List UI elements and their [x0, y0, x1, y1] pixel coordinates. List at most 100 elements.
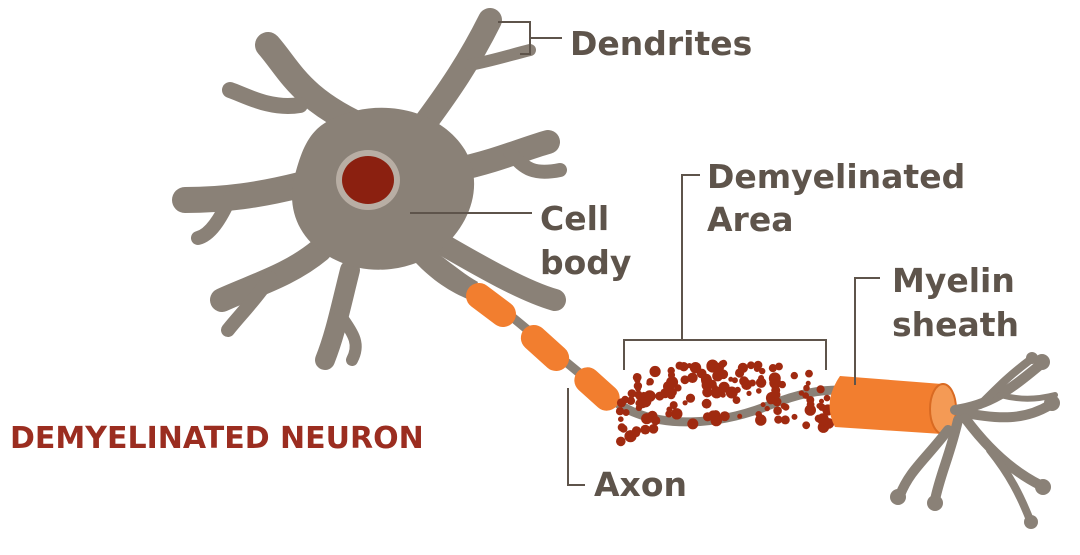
debris-dot [618, 416, 624, 423]
debris-dot [773, 406, 782, 416]
debris-dot [668, 387, 677, 397]
debris-dot [685, 393, 696, 403]
debris-dot [675, 361, 684, 370]
debris-dot [640, 424, 651, 435]
myelin-segments [466, 282, 620, 411]
debris-dot [790, 371, 798, 380]
debris-dot [626, 396, 636, 405]
myelin-segment [520, 324, 570, 372]
debris-dot [755, 414, 767, 426]
debris-dot [774, 415, 783, 424]
debris-dot [747, 361, 755, 370]
debris-dot [635, 386, 641, 392]
debris-dot [671, 408, 683, 420]
myelin-label-line1: Myelin [892, 261, 1015, 300]
debris-dot [616, 398, 627, 408]
debris-dot [753, 365, 761, 373]
axon [465, 280, 845, 427]
debris-dot [798, 390, 805, 396]
debris-dot [816, 403, 823, 409]
debris-dot [732, 396, 741, 404]
myelin-leader [854, 277, 880, 385]
debris-dot [775, 362, 783, 371]
debris-dot [648, 424, 659, 434]
debris-dot [760, 402, 766, 408]
myelin-debris [615, 359, 835, 447]
debris-dot [633, 430, 640, 438]
debris-dot [666, 376, 679, 389]
debris-dot [687, 418, 699, 430]
debris-dot [710, 386, 723, 399]
myelin-segment [466, 282, 516, 328]
debris-dot [718, 360, 727, 368]
debris-dot [768, 364, 778, 373]
debris-dot [646, 378, 654, 386]
debris-dot [804, 404, 816, 416]
debris-dot [682, 400, 688, 406]
dendrites-leader [498, 21, 562, 55]
myelin-label-line2: sheath [892, 305, 1019, 344]
debris-dot [780, 402, 787, 410]
debris-dot [816, 385, 825, 394]
demyelinated-label-line2: Area [707, 200, 793, 239]
debris-dot [817, 413, 829, 426]
debris-dot [627, 389, 637, 398]
debris-dot [748, 379, 756, 387]
debris-dot [643, 390, 656, 402]
myelin-segment [574, 367, 620, 411]
debris-dot [731, 377, 738, 384]
debris-dot [680, 375, 690, 385]
diagram-title: DEMYELINATED NEURON [10, 421, 424, 456]
debris-dot [686, 363, 693, 369]
cell-body-label-line1: Cell [540, 199, 609, 238]
debris-dot [615, 407, 625, 416]
dendrites-label: Dendrites [570, 24, 752, 63]
debris-dot [756, 388, 762, 394]
debris-dot [703, 412, 713, 422]
debris-dot [634, 377, 641, 384]
debris-dot [719, 383, 729, 392]
debris-dot [635, 404, 643, 412]
debris-dot [819, 398, 824, 404]
debris-dot [737, 413, 743, 419]
debris-dot [771, 390, 781, 400]
debris-dot [649, 365, 661, 378]
axon-label: Axon [594, 465, 687, 504]
debris-dot [636, 394, 642, 401]
debris-dot [701, 379, 713, 391]
debris-dot [687, 372, 698, 383]
debris-dot [759, 367, 766, 375]
debris-dot [616, 436, 626, 447]
myelin-sheath [829, 376, 957, 435]
debris-dot [823, 394, 831, 402]
debris-dot [802, 392, 809, 399]
axon-terminals [890, 352, 1060, 529]
debris-dot [713, 411, 720, 418]
demyelinated-leader [623, 174, 827, 370]
leader-lines [410, 21, 880, 486]
debris-dot [803, 384, 810, 392]
debris-dot [665, 410, 673, 418]
nucleus [342, 156, 394, 204]
debris-dot [641, 413, 653, 425]
demyelinated-label-line1: Demyelinated [707, 157, 965, 196]
debris-dot [805, 380, 811, 386]
debris-dot [651, 415, 661, 426]
cell-body-label-line2: body [540, 243, 631, 282]
debris-dot [725, 386, 738, 399]
debris-dot [619, 424, 628, 433]
debris-dot [780, 415, 790, 425]
debris-dot [719, 411, 730, 422]
debris-dot [712, 370, 723, 382]
debris-dot [746, 390, 752, 396]
axon-leader [567, 388, 585, 486]
debris-dot [735, 368, 745, 378]
debris-dot [701, 398, 712, 409]
debris-dot [739, 376, 749, 386]
debris-dot [622, 409, 630, 416]
debris-dot [640, 391, 647, 398]
debris-dot [764, 405, 770, 412]
debris-dot [791, 413, 798, 420]
